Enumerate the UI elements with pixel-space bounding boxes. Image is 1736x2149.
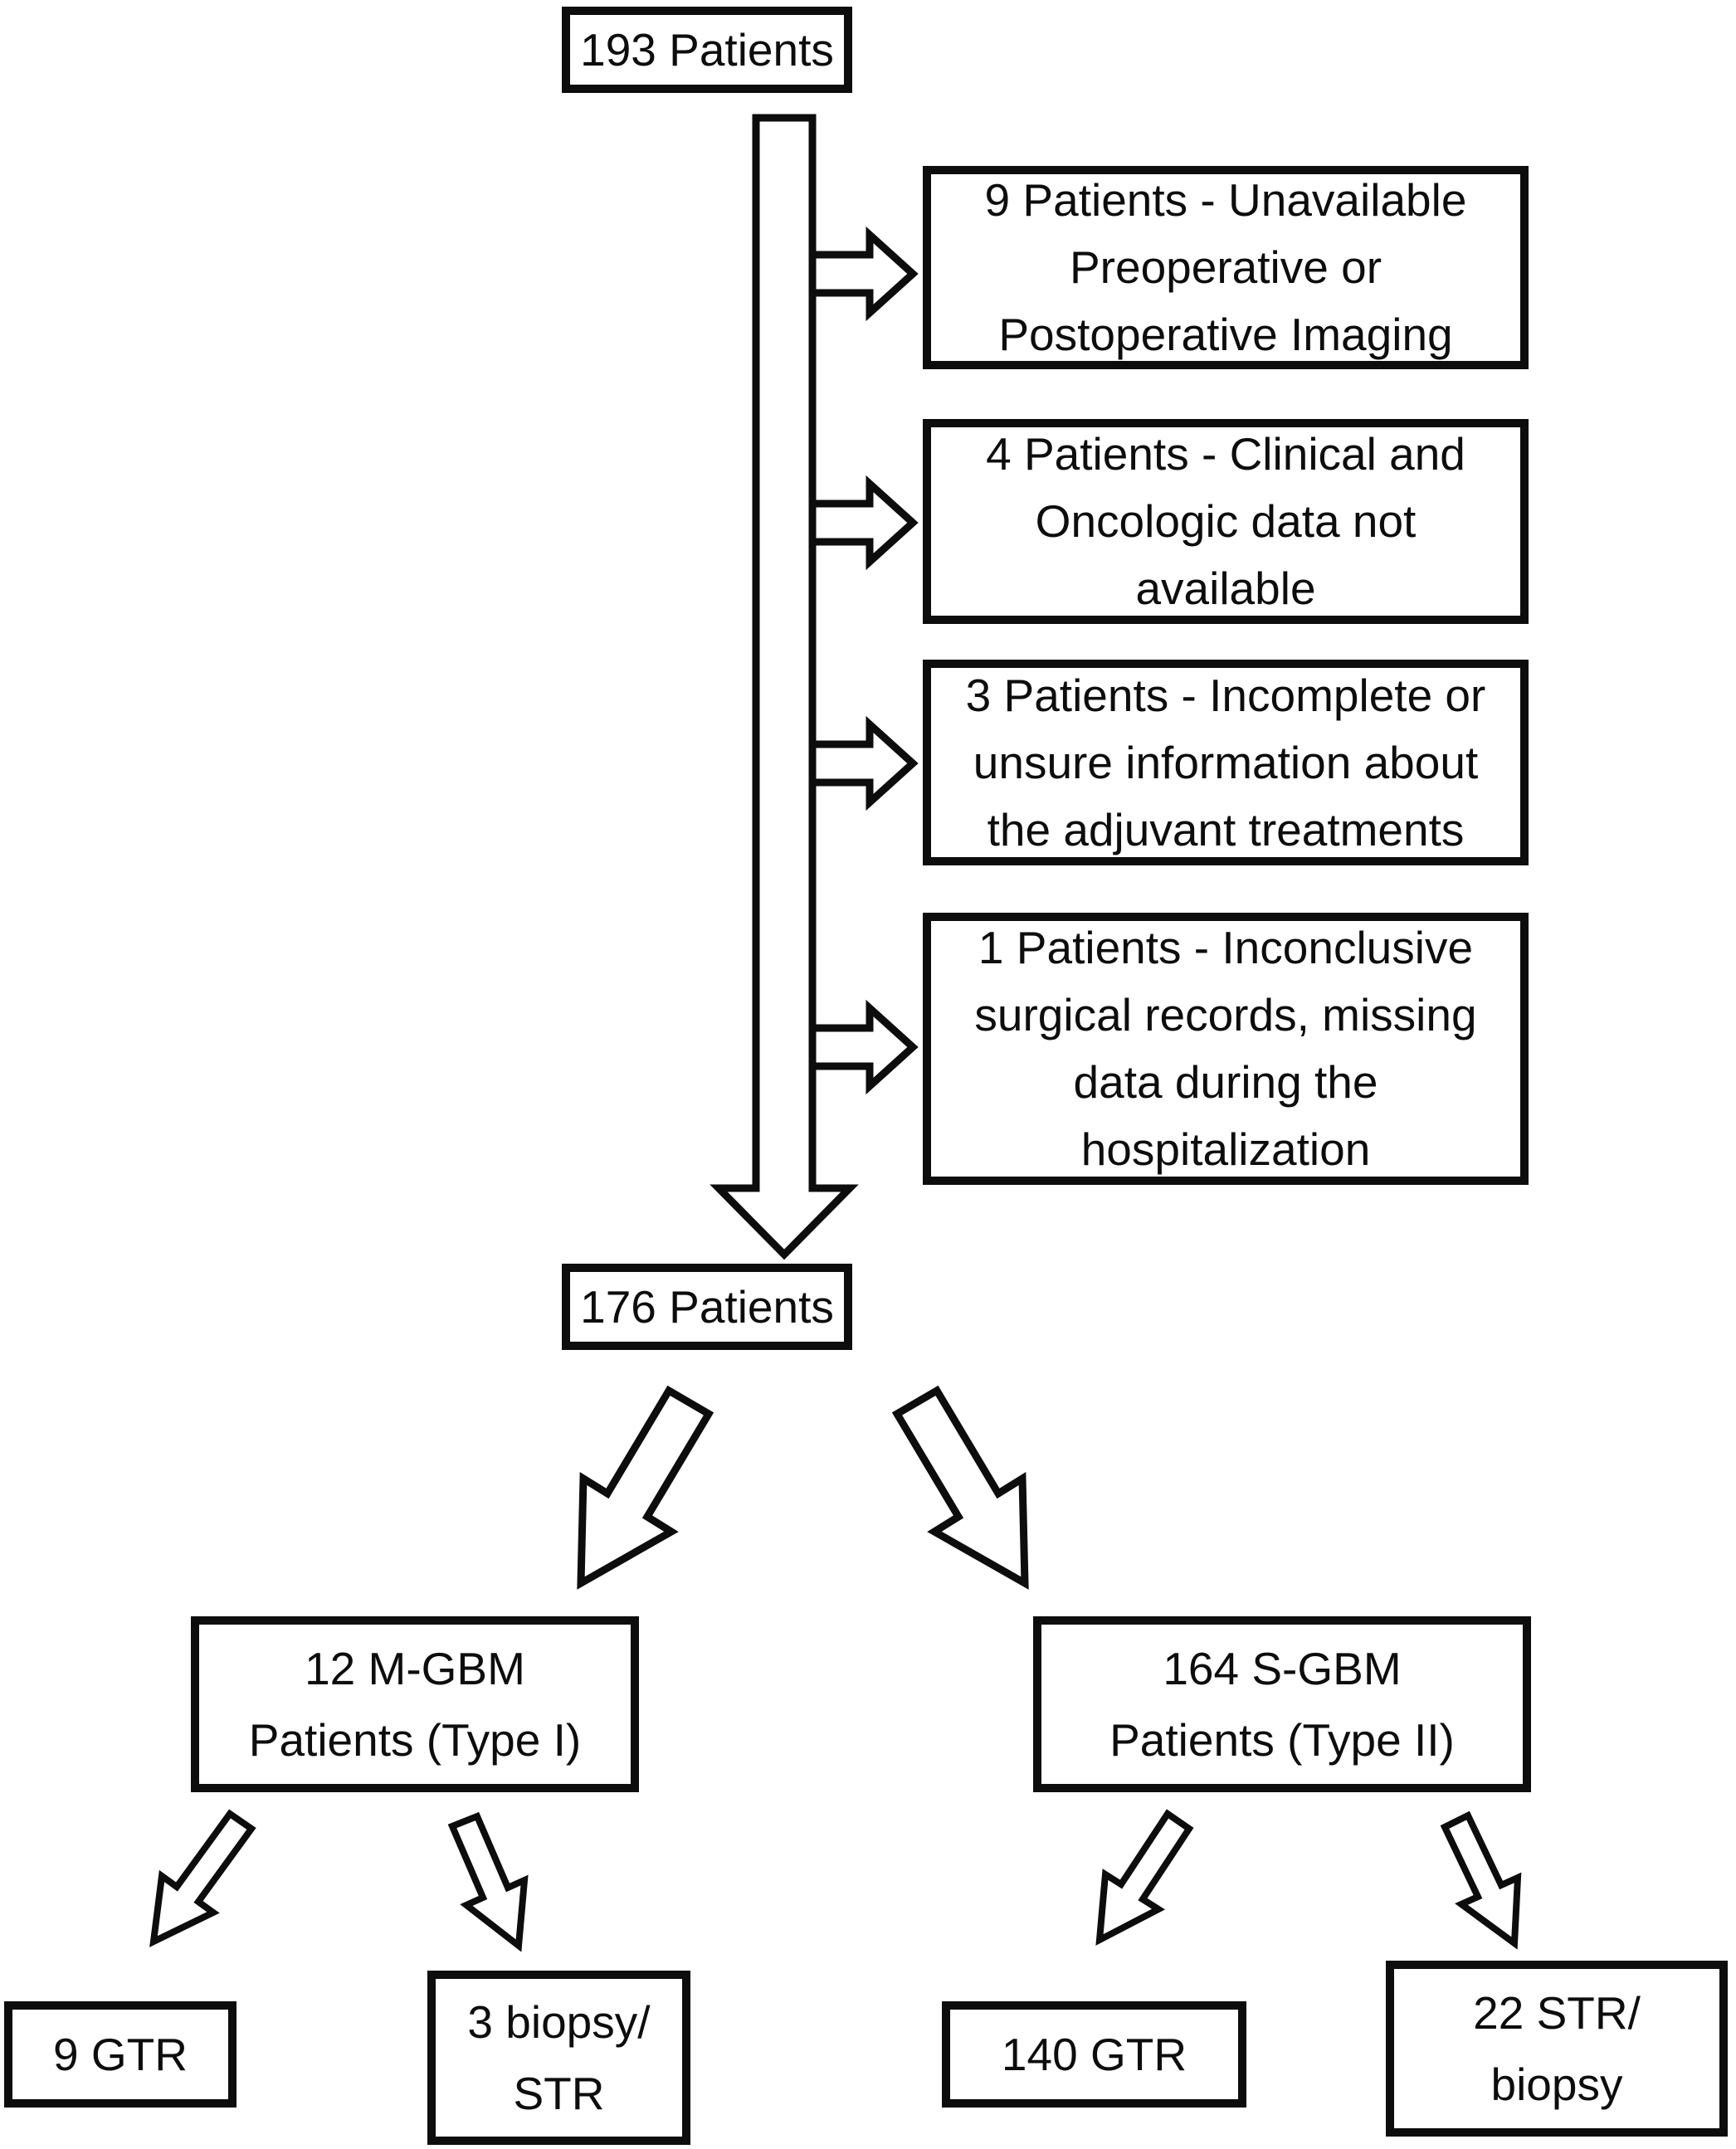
node-sgbm-gtr-text: 140 GTR [1001, 2029, 1187, 2080]
node-exclusion-imaging-line2: Preoperative or [1069, 241, 1382, 293]
node-exclusion-imaging-line1: 9 Patients - Unavailable [984, 174, 1467, 226]
mgbm-gtr-arrow [149, 1809, 256, 1947]
node-exclusion-adjuvant-info-line1: 3 Patients - Incomplete or [965, 669, 1486, 721]
node-mgbm-biopsy-str-line1: 3 biopsy/ [467, 1996, 651, 2048]
node-exclusion-surgical-records-line2: surgical records, missing [974, 989, 1477, 1040]
node-mgbm-gtr-text: 9 GTR [53, 2029, 188, 2080]
node-mgbm-type1: 12 M-GBM Patients (Type I) [191, 1616, 639, 1792]
node-sgbm-type2: 164 S-GBM Patients (Type II) [1033, 1616, 1531, 1792]
exclusion-arrow-1 [808, 226, 919, 322]
node-exclusion-clinical-data-line1: 4 Patients - Clinical and [986, 428, 1465, 480]
node-sgbm-str-biopsy-line1: 22 STR/ [1473, 1987, 1641, 2039]
node-exclusion-surgical-records-line4: hospitalization [1080, 1123, 1371, 1175]
node-sgbm-type2-line1: 164 S-GBM [1163, 1643, 1402, 1694]
node-exclusion-clinical-data-line3: available [1135, 563, 1316, 614]
node-exclusion-imaging: 9 Patients - Unavailable Preoperative or… [923, 166, 1529, 369]
node-mgbm-biopsy-str: 3 biopsy/ STR [427, 1971, 690, 2145]
exclusion-arrow-3 [808, 715, 919, 811]
node-total-patients: 193 Patients [562, 7, 852, 93]
node-mgbm-biopsy-str-line2: STR [513, 2068, 605, 2119]
exclusion-arrow-2 [808, 475, 919, 571]
node-exclusion-clinical-data-line2: Oncologic data not [1035, 495, 1417, 547]
node-exclusion-adjuvant-info: 3 Patients - Incomplete or unsure inform… [923, 660, 1529, 865]
node-exclusion-surgical-records-line3: data during the [1073, 1056, 1378, 1108]
node-included-patients-text: 176 Patients [580, 1281, 834, 1333]
node-exclusion-adjuvant-info-line2: unsure information about [973, 736, 1479, 788]
node-sgbm-str-biopsy: 22 STR/ biopsy [1386, 1961, 1728, 2137]
mgbm-biopsy-arrow [447, 1811, 529, 1952]
exclusion-arrow-4 [808, 999, 919, 1095]
sgbm-biopsy-arrow [1440, 1810, 1522, 1950]
node-total-patients-text: 193 Patients [580, 24, 834, 76]
node-exclusion-clinical-data: 4 Patients - Clinical and Oncologic data… [923, 419, 1529, 624]
node-exclusion-imaging-line3: Postoperative Imaging [998, 309, 1453, 360]
node-mgbm-type1-line2: Patients (Type I) [248, 1714, 582, 1766]
sgbm-gtr-arrow [1095, 1809, 1194, 1946]
split-arrow-right [891, 1385, 1029, 1590]
node-included-patients: 176 Patients [562, 1264, 852, 1350]
node-mgbm-type1-line1: 12 M-GBM [305, 1643, 525, 1694]
node-sgbm-str-biopsy-line2: biopsy [1490, 2059, 1623, 2110]
node-sgbm-type2-line2: Patients (Type II) [1109, 1714, 1455, 1766]
node-exclusion-surgical-records-line1: 1 Patients - Inconclusive [978, 922, 1474, 973]
node-exclusion-surgical-records: 1 Patients - Inconclusive surgical recor… [923, 913, 1529, 1185]
node-exclusion-adjuvant-info-line3: the adjuvant treatments [987, 803, 1465, 855]
node-mgbm-gtr: 9 GTR [4, 2001, 237, 2108]
split-arrow-left [577, 1385, 714, 1590]
node-sgbm-gtr: 140 GTR [942, 2001, 1246, 2108]
